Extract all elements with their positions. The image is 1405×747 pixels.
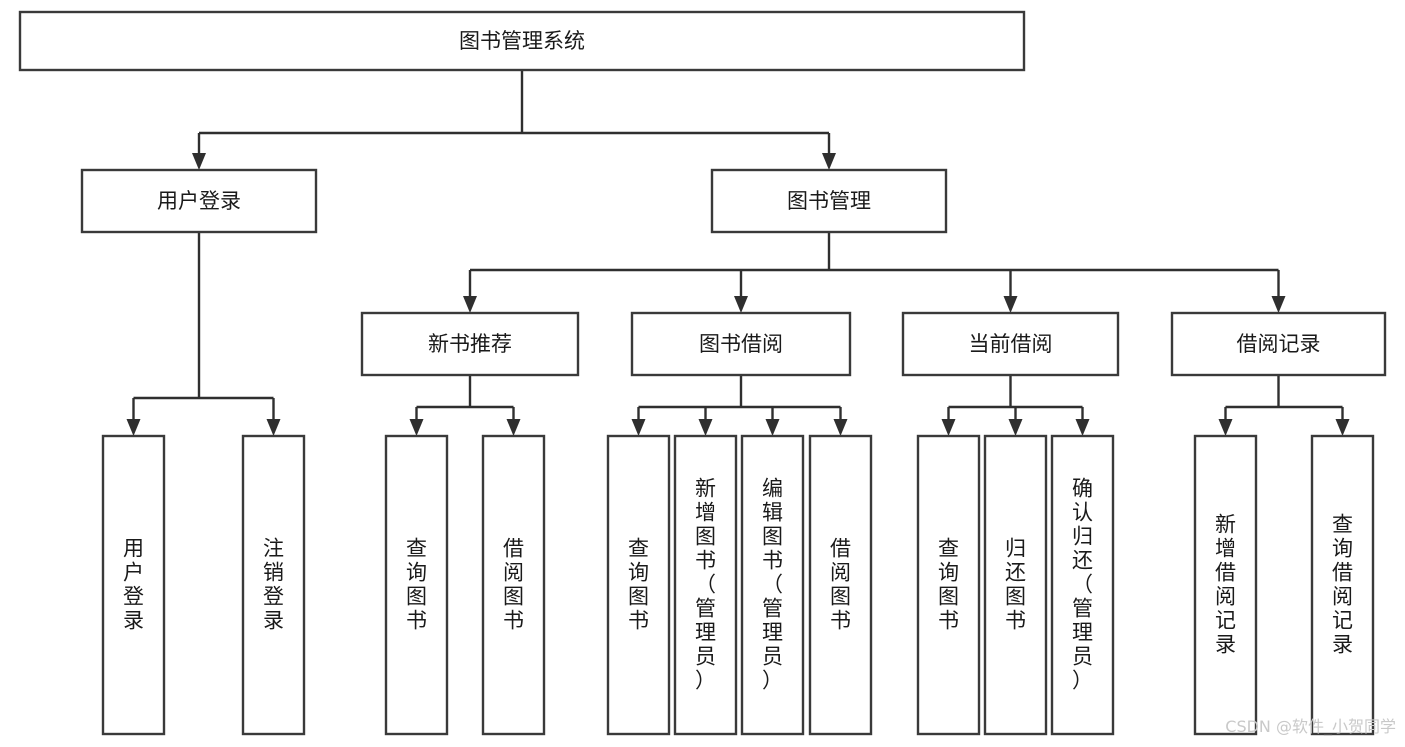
- node-label-leaf-query-borrow-record: 查询借阅记录: [1332, 513, 1353, 657]
- arrow-head: [833, 419, 848, 436]
- node-new-book-recommend[interactable]: 新书推荐: [360, 311, 580, 377]
- node-box-leaf-confirm-return-admin: [1050, 434, 1115, 736]
- node-label-leaf-query-book-borrow: 查询图书: [628, 537, 649, 633]
- arrow-head: [631, 419, 646, 436]
- arrow-head: [266, 419, 281, 436]
- node-box-leaf-add-borrow-record: [1193, 434, 1258, 736]
- node-box-leaf-query-book-current: [916, 434, 981, 736]
- arrow-head: [765, 419, 780, 436]
- node-leaf-query-borrow-record[interactable]: 查询借阅记录: [1310, 434, 1375, 736]
- node-label-leaf-add-book-admin: 新增图书（管理员）: [695, 477, 716, 693]
- node-box-leaf-borrow-book: [808, 434, 873, 736]
- node-label-leaf-borrow-book-rec: 借阅图书: [503, 537, 524, 633]
- node-leaf-user-login[interactable]: 用户登录: [101, 434, 166, 736]
- node-leaf-query-book-borrow[interactable]: 查询图书: [606, 434, 671, 736]
- arrow-head: [1075, 419, 1090, 436]
- node-box-leaf-borrow-book-rec: [481, 434, 546, 736]
- node-label-root: 图书管理系统: [459, 29, 585, 53]
- node-leaf-add-borrow-record[interactable]: 新增借阅记录: [1193, 434, 1258, 736]
- node-book-management[interactable]: 图书管理: [710, 168, 948, 234]
- node-label-leaf-query-book-current: 查询图书: [938, 537, 959, 633]
- node-leaf-borrow-book[interactable]: 借阅图书: [808, 434, 873, 736]
- node-box-book-management: [710, 168, 948, 234]
- node-label-book-management: 图书管理: [787, 189, 871, 213]
- node-box-leaf-query-borrow-record: [1310, 434, 1375, 736]
- csdn-watermark: CSDN @软件_小贺同学: [1225, 717, 1396, 737]
- node-label-leaf-edit-book-admin: 编辑图书（管理员）: [762, 477, 783, 693]
- arrow-head: [698, 419, 713, 436]
- node-box-current-borrow: [901, 311, 1120, 377]
- node-box-leaf-user-login: [101, 434, 166, 736]
- arrow-head: [409, 419, 424, 436]
- arrow-head: [1271, 296, 1286, 313]
- arrow-head: [734, 296, 748, 313]
- arrow-head: [126, 419, 141, 436]
- node-leaf-add-book-admin[interactable]: 新增图书（管理员）: [673, 434, 738, 736]
- arrow-head: [192, 153, 206, 170]
- node-label-new-book-recommend: 新书推荐: [428, 332, 512, 356]
- node-label-leaf-query-book-rec: 查询图书: [406, 537, 427, 633]
- node-leaf-borrow-book-rec[interactable]: 借阅图书: [481, 434, 546, 736]
- node-leaf-query-book-rec[interactable]: 查询图书: [384, 434, 449, 736]
- node-leaf-edit-book-admin[interactable]: 编辑图书（管理员）: [740, 434, 805, 736]
- node-book-borrow[interactable]: 图书借阅: [630, 311, 852, 377]
- node-box-leaf-add-book-admin: [673, 434, 738, 736]
- node-leaf-return-book[interactable]: 归还图书: [983, 434, 1048, 736]
- node-leaf-logout[interactable]: 注销登录: [241, 434, 306, 736]
- node-label-leaf-borrow-book: 借阅图书: [830, 537, 851, 633]
- node-label-leaf-confirm-return-admin: 确认归还（管理员）: [1072, 477, 1093, 693]
- node-label-current-borrow: 当前借阅: [969, 332, 1053, 356]
- node-box-user-login: [80, 168, 318, 234]
- node-user-login[interactable]: 用户登录: [80, 168, 318, 234]
- node-label-borrow-records: 借阅记录: [1237, 332, 1321, 356]
- node-box-leaf-query-book-borrow: [606, 434, 671, 736]
- node-label-user-login: 用户登录: [157, 189, 241, 213]
- node-leaf-query-book-current[interactable]: 查询图书: [916, 434, 981, 736]
- node-box-leaf-logout: [241, 434, 306, 736]
- node-borrow-records[interactable]: 借阅记录: [1170, 311, 1387, 377]
- node-box-borrow-records: [1170, 311, 1387, 377]
- node-box-leaf-return-book: [983, 434, 1048, 736]
- node-label-leaf-logout: 注销登录: [263, 537, 284, 633]
- arrow-head: [941, 419, 956, 436]
- node-leaf-confirm-return-admin[interactable]: 确认归还（管理员）: [1050, 434, 1115, 736]
- arrow-head: [1335, 419, 1350, 436]
- node-label-leaf-user-login: 用户登录: [123, 537, 144, 633]
- node-box-leaf-edit-book-admin: [740, 434, 805, 736]
- node-label-leaf-return-book: 归还图书: [1005, 537, 1026, 633]
- arrow-head: [463, 296, 477, 313]
- arrow-head: [822, 153, 836, 170]
- arrow-head: [1218, 419, 1233, 436]
- node-current-borrow[interactable]: 当前借阅: [901, 311, 1120, 377]
- node-box-new-book-recommend: [360, 311, 580, 377]
- node-label-leaf-add-borrow-record: 新增借阅记录: [1215, 513, 1236, 657]
- arrow-head: [1008, 419, 1023, 436]
- node-box-book-borrow: [630, 311, 852, 377]
- node-label-book-borrow: 图书借阅: [699, 332, 783, 356]
- node-box-leaf-query-book-rec: [384, 434, 449, 736]
- node-root[interactable]: 图书管理系统: [18, 10, 1026, 72]
- node-box-root: [18, 10, 1026, 72]
- arrow-head: [506, 419, 521, 436]
- connector-layer: [126, 70, 1350, 436]
- arrow-head: [1003, 296, 1018, 313]
- node-layer: 图书管理系统用户登录图书管理新书推荐图书借阅当前借阅借阅记录用户登录注销登录查询…: [18, 10, 1387, 736]
